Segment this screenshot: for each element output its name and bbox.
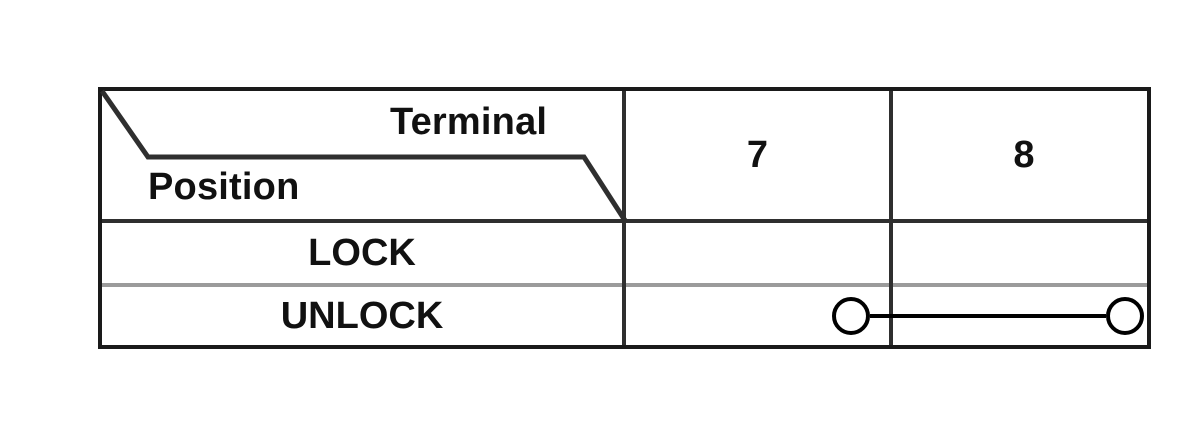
header-label-position: Position [148, 166, 300, 208]
connector-circle-terminal-7 [832, 297, 870, 335]
row-label-unlock: UNLOCK [280, 295, 444, 337]
header-label-terminal: Terminal [390, 101, 548, 143]
continuity-table: Terminal Position 7 8 LOCK UNLOCK [98, 87, 1151, 349]
table-inner: Terminal Position 7 8 LOCK UNLOCK [102, 91, 1147, 345]
row-label-lock: LOCK [308, 232, 416, 274]
rule-column-7-8 [889, 91, 893, 345]
connector-circle-terminal-8 [1106, 297, 1144, 335]
rule-column-position-7 [622, 91, 626, 345]
column-header-8: 8 [1013, 134, 1035, 176]
column-header-7: 7 [746, 134, 769, 176]
